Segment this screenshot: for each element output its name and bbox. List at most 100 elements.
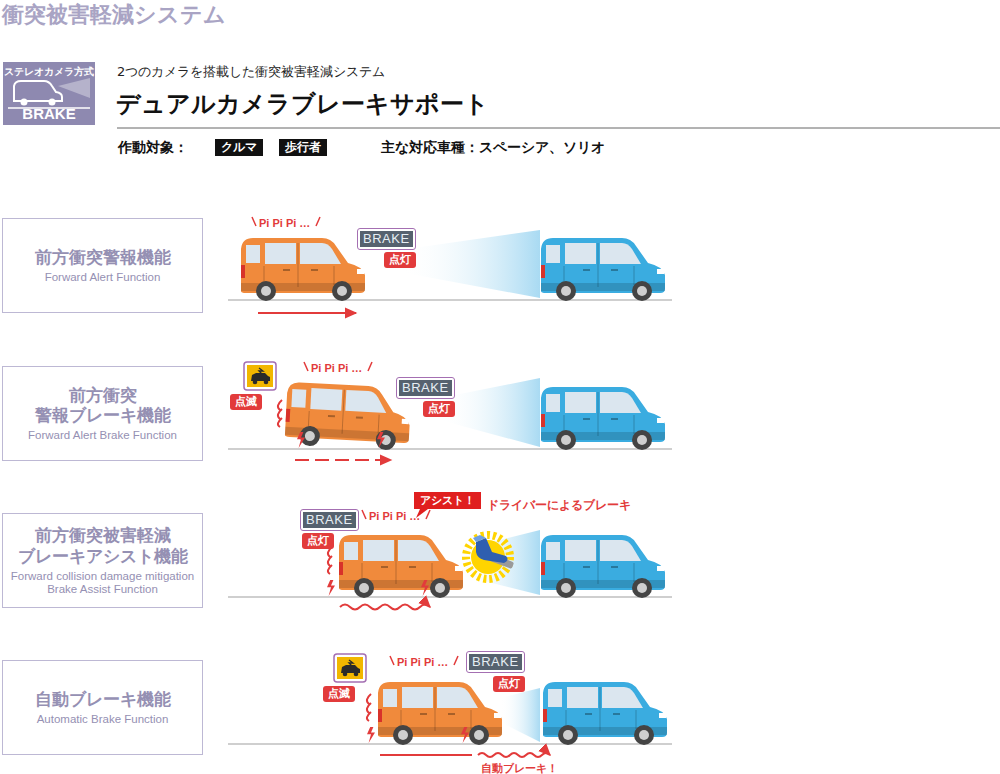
function-box-label: 前方衝突被害軽減 ブレーキアシスト機能 <box>6 525 199 566</box>
brake-lamp-label: BRAKE <box>399 380 452 396</box>
status-badge: 点灯 <box>493 676 525 692</box>
brake-lamp-label: BRAKE <box>469 654 522 670</box>
foot-brake-icon-part <box>473 535 486 542</box>
function-box: 自動ブレーキ機能Automatic Brake Function <box>2 660 203 755</box>
function-box-sublabel: Forward collision damage mitigation Brak… <box>6 570 199 596</box>
scene-alert-brake-part <box>295 459 391 461</box>
function-box: 前方衝突 警報ブレーキ機能 Forward Alert Brake Functio… <box>2 366 203 461</box>
scene-alert-brake-part <box>440 378 540 447</box>
scene-alert-brake-part <box>541 387 665 450</box>
brake-lamp: BRAKE <box>396 377 455 399</box>
scene-brake-assist-part <box>339 535 463 598</box>
scene-forward-alert <box>228 217 672 313</box>
method-badge-label: ステレオカメラ方式 <box>4 66 94 79</box>
method-icon-part <box>21 99 28 106</box>
method-badge-sublabel: BRAKE <box>22 106 75 122</box>
scene-brake-assist-part <box>541 535 665 598</box>
foot-brake-icon-part <box>466 535 510 579</box>
status-badge: 点灯 <box>423 401 455 417</box>
brake-lamp-label: BRAKE <box>360 231 413 247</box>
scene-brake-assist-part <box>327 580 335 596</box>
scene-brake-assist-part <box>228 596 672 598</box>
status-badge-label: 点灯 <box>498 677 520 691</box>
alarm-sound: Pi Pi Pi … <box>311 362 362 374</box>
scene-alert-brake-part <box>244 362 276 390</box>
scene-auto-brake-part <box>478 753 550 757</box>
product-name: デュアルカメラブレーキサポート <box>116 88 489 120</box>
status-badge: 点滅 <box>230 394 262 410</box>
alarm-sound: Pi Pi Pi … <box>259 217 310 229</box>
scene-auto-brake-part <box>228 743 672 745</box>
scene-auto-brake-part <box>367 694 371 721</box>
status-badge-label: 点滅 <box>328 687 350 701</box>
auto-brake-note: 自動ブレーキ！ <box>481 762 558 774</box>
subtitle: 2つのカメラを搭載した衝突被害軽減システム <box>117 63 385 81</box>
scene-auto-brake-part <box>378 682 502 745</box>
scene-alert-brake-part <box>278 400 282 427</box>
scene-auto-brake-part <box>334 654 366 682</box>
status-badge-label: 点滅 <box>235 395 257 409</box>
assist-callout: アシスト！ <box>414 492 481 509</box>
scene-alert-brake-part <box>297 432 305 448</box>
function-box: 前方衝突被害軽減 ブレーキアシスト機能 Forward collision dam… <box>2 513 203 608</box>
scene-forward-alert-part <box>258 312 356 314</box>
target-tag-label: 歩行者 <box>285 140 321 155</box>
scene-forward-alert-part <box>228 299 672 301</box>
alarm-sound: Pi Pi Pi … <box>369 510 420 522</box>
status-badge: 点滅 <box>323 686 355 702</box>
method-icon-part <box>49 99 56 106</box>
target-tag-label: クルマ <box>221 140 257 155</box>
function-box-label: 前方衝突警報機能 <box>35 247 171 268</box>
method-icon <box>3 62 95 125</box>
scene-auto-brake-part <box>543 682 667 745</box>
scene-forward-alert-part <box>241 238 365 301</box>
scene-forward-alert-part <box>541 238 665 301</box>
target-tag: 歩行者 <box>279 139 327 156</box>
scene-auto-brake-part <box>461 727 469 743</box>
status-badge-label: 点灯 <box>307 534 329 548</box>
brake-lamp: BRAKE <box>357 228 416 250</box>
scene-brake-assist-part <box>460 530 540 595</box>
status-badge: 点灯 <box>302 533 334 549</box>
assist-note: ドライバーによるブレーキ <box>487 497 631 514</box>
scene-alert-brake-part <box>228 448 672 450</box>
scene-alert-brake-part <box>377 432 385 448</box>
function-box-sublabel: Forward Alert Brake Function <box>28 429 177 442</box>
scene-auto-brake-part <box>367 727 375 743</box>
method-icon-part <box>3 62 95 125</box>
brake-lamp-label: BRAKE <box>303 512 356 528</box>
model-list: 主な対応車種：スペーシア、ソリオ <box>381 139 605 157</box>
status-badge: 点灯 <box>384 252 416 268</box>
scene-auto-brake <box>228 654 672 757</box>
function-box-sublabel: Automatic Brake Function <box>37 713 169 726</box>
scene-brake-assist-part <box>340 605 430 610</box>
page-title: 衝突被害軽減システム <box>2 0 226 30</box>
scene-brake-assist <box>228 509 672 610</box>
scene-forward-alert-part <box>400 230 540 298</box>
scene-brake-assist-part <box>421 580 429 596</box>
target-heading: 作動対象： <box>118 139 188 157</box>
foot-brake-icon-part <box>476 538 508 563</box>
scene-auto-brake-part <box>380 754 472 756</box>
header-rule <box>117 128 1000 129</box>
scene-auto-brake-part <box>500 688 540 742</box>
scene-alert-brake-part <box>284 382 411 451</box>
function-box-label: 前方衝突 警報ブレーキ機能 <box>6 385 199 426</box>
status-badge-label: 点灯 <box>428 402 450 416</box>
status-badge-label: 点灯 <box>389 253 411 267</box>
method-icon-part <box>58 78 90 98</box>
scene-brake-assist-part <box>328 547 332 574</box>
target-tag: クルマ <box>215 139 263 156</box>
method-badge: ステレオカメラ方式 BRAKE <box>3 62 95 125</box>
scene-alert-brake <box>228 362 672 460</box>
method-icon-part <box>14 81 62 101</box>
brake-lamp: BRAKE <box>466 651 525 673</box>
brake-lamp: BRAKE <box>300 509 359 531</box>
foot-brake-icon <box>466 535 514 579</box>
assist-callout-label: アシスト！ <box>420 493 475 508</box>
scene-alert-brake-part-part <box>284 382 411 451</box>
function-box-sublabel: Forward Alert Function <box>45 271 161 284</box>
alarm-sound: Pi Pi Pi … <box>397 656 448 668</box>
function-box: 前方衝突警報機能 Forward Alert Function <box>2 218 203 313</box>
